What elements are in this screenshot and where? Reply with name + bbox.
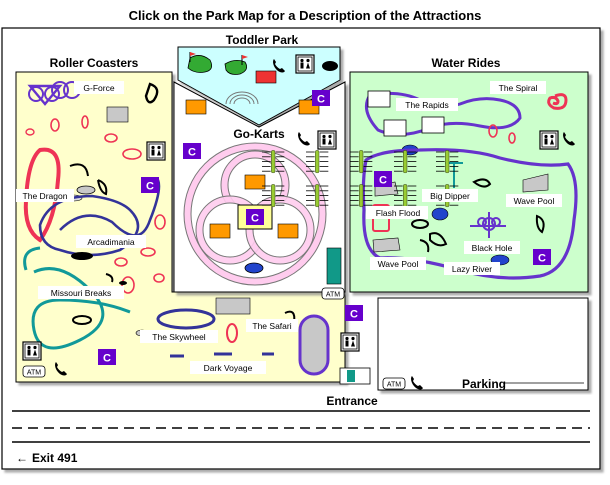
ride-missouri-breaks[interactable]: Missouri Breaks <box>51 288 111 298</box>
ride-wave-pool-west[interactable]: Wave Pool <box>378 259 419 269</box>
exit-arrow: ← <box>16 451 28 465</box>
ride-arcadimania[interactable]: Arcadimania <box>87 237 135 247</box>
label-water-rides[interactable]: Water Rides <box>432 56 501 70</box>
label-toddler-park[interactable]: Toddler Park <box>226 33 299 47</box>
ride-flash-flood[interactable]: Flash Flood <box>376 208 421 218</box>
ride-the-safari[interactable]: The Safari <box>252 321 291 331</box>
highway <box>12 410 590 443</box>
ride-the-skywheel[interactable]: The Skywheel <box>152 332 205 342</box>
exit-491-link[interactable]: Exit 491 <box>32 451 78 465</box>
ride-wave-pool-east[interactable]: Wave Pool <box>514 196 555 206</box>
ride-dark-voyage[interactable]: Dark Voyage <box>204 363 253 373</box>
label-entrance[interactable]: Entrance <box>326 394 378 408</box>
label-go-karts[interactable]: Go-Karts <box>233 127 285 141</box>
label-roller-coasters[interactable]: Roller Coasters <box>50 56 139 70</box>
ride-g-force[interactable]: G-Force <box>83 83 114 93</box>
ride-black-hole[interactable]: Black Hole <box>472 243 513 253</box>
ride-lazy-river[interactable]: Lazy River <box>452 264 492 274</box>
ride-big-dipper[interactable]: Big Dipper <box>430 191 470 201</box>
go-kart-track[interactable] <box>183 142 327 286</box>
label-parking[interactable]: Parking <box>462 377 506 391</box>
ride-the-rapids[interactable]: The Rapids <box>405 100 448 110</box>
page-title: Click on the Park Map for a Description … <box>129 8 482 23</box>
ride-the-spiral[interactable]: The Spiral <box>499 83 538 93</box>
parking-area[interactable] <box>377 297 589 391</box>
toddler-park-features <box>187 52 338 105</box>
ride-the-dragon[interactable]: The Dragon <box>23 191 68 201</box>
